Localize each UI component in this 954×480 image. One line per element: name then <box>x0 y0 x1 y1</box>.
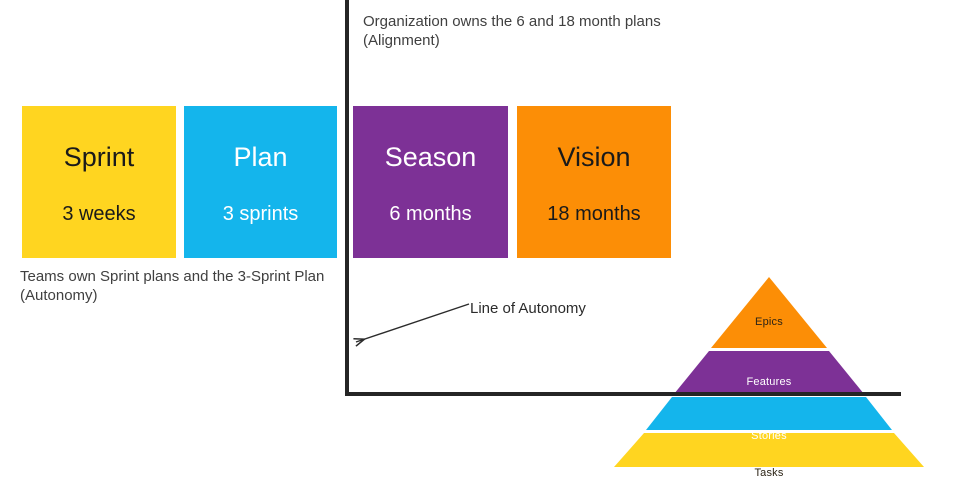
card-vision-subtitle: 18 months <box>547 202 641 225</box>
pyramid-label-tasks: Tasks <box>754 467 784 479</box>
card-plan-subtitle: 3 sprints <box>222 202 299 225</box>
card-vision-title: Vision <box>557 142 631 173</box>
pyramid-tier-tasks <box>614 433 924 467</box>
horizontal-baseline <box>345 392 901 396</box>
alignment-caption: Organization owns the 6 and 18 month pla… <box>363 13 661 49</box>
pyramid-tier-epics <box>711 277 827 348</box>
card-sprint[interactable]: Sprint 3 weeks <box>22 106 176 258</box>
card-sprint-subtitle: 3 weeks <box>62 202 136 225</box>
pyramid-tier-stories <box>646 397 892 430</box>
card-vision[interactable]: Vision 18 months <box>517 106 671 258</box>
vertical-divider-line <box>345 0 349 396</box>
pyramid-label-features: Features <box>746 376 792 388</box>
work-item-pyramid: Epics Features Stories Tasks <box>595 270 950 479</box>
autonomy-caption: Teams own Sprint plans and the 3-Sprint … <box>20 268 325 304</box>
card-sprint-title: Sprint <box>63 142 135 173</box>
card-season-title: Season <box>384 142 477 173</box>
line-of-autonomy-label: Line of Autonomy <box>470 300 586 317</box>
line-of-autonomy-arrow-icon <box>345 303 470 350</box>
card-plan-title: Plan <box>233 142 288 173</box>
pyramid-tier-features <box>674 351 864 394</box>
pyramid-label-epics: Epics <box>755 316 783 328</box>
card-plan[interactable]: Plan 3 sprints <box>184 106 337 258</box>
pyramid-label-stories: Stories <box>751 430 787 442</box>
card-season-subtitle: 6 months <box>389 202 472 225</box>
card-season[interactable]: Season 6 months <box>353 106 508 258</box>
pyramid-shape <box>614 277 924 467</box>
